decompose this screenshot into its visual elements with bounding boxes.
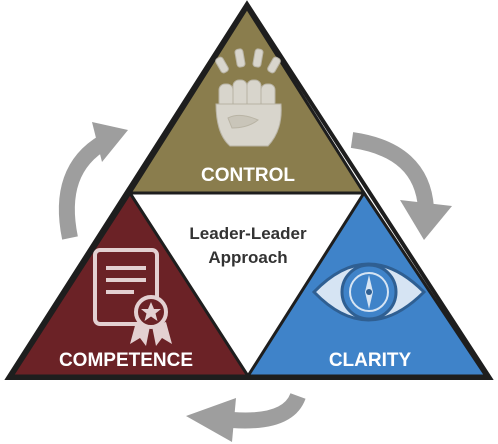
clarity-label: CLARITY <box>329 350 412 371</box>
competence-segment <box>9 190 251 378</box>
certificate-icon <box>93 248 172 346</box>
control-label: CONTROL <box>201 165 295 186</box>
fist-icon <box>215 48 282 147</box>
cycle-arrow-left <box>58 122 128 240</box>
eye-compass-icon <box>311 262 427 322</box>
cycle-arrow-right <box>350 132 452 240</box>
center-title-line1: Leader-Leader <box>189 224 307 243</box>
competence-label: COMPETENCE <box>59 350 193 371</box>
center-title-line2: Approach <box>208 248 287 267</box>
cycle-arrow-bottom <box>186 392 306 442</box>
